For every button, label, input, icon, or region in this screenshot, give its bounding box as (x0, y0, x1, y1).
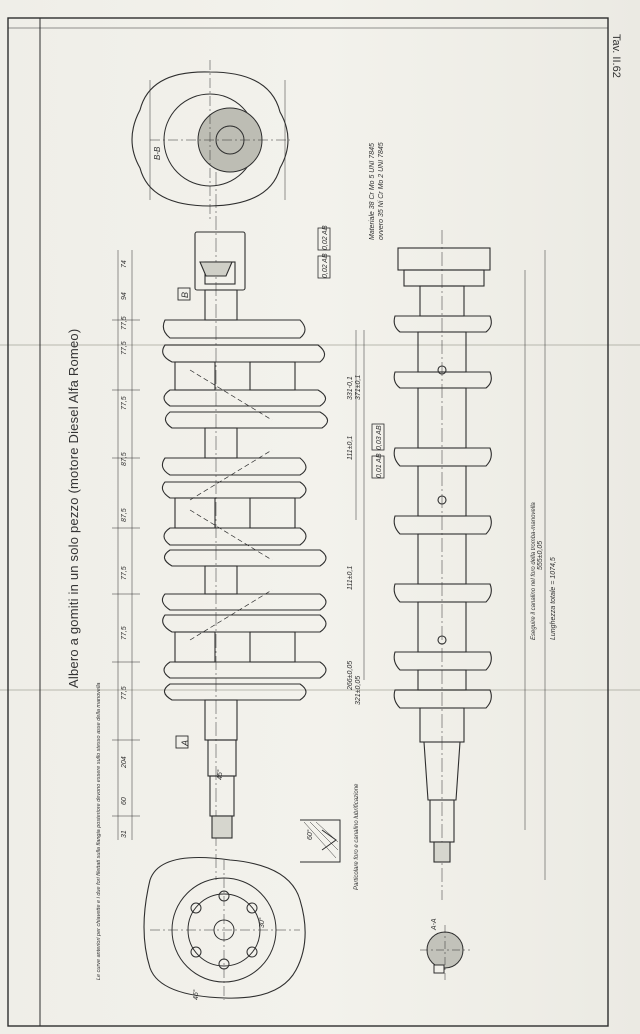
materials-line-1: Materiale 38 Cr Mo 5 UNI 7845 (369, 143, 376, 240)
svg-text:371±0,1: 371±0,1 (355, 375, 362, 400)
svg-text:204: 204 (121, 756, 128, 769)
svg-text:31: 31 (121, 830, 128, 838)
svg-text:111±0,1: 111±0,1 (347, 436, 354, 460)
svg-text:77,5: 77,5 (121, 626, 128, 640)
svg-text:77,5: 77,5 (121, 316, 128, 330)
svg-text:74: 74 (121, 260, 128, 268)
svg-text:111±0,1: 111±0,1 (347, 566, 354, 590)
svg-text:30°: 30° (258, 917, 266, 928)
svg-text:77,5: 77,5 (121, 686, 128, 700)
svg-text:0,02 AB: 0,02 AB (322, 225, 329, 250)
svg-text:0,01 AB: 0,01 AB (376, 453, 383, 478)
datum-b-label: B (180, 292, 190, 298)
svg-text:87,5: 87,5 (121, 508, 128, 522)
axial-dimensions: 31 60 204 77,5 77,5 77,5 87,5 87,5 77,5 … (121, 260, 128, 838)
oil-holes-note: Le curve anteriori per chiavette e i due… (96, 683, 102, 980)
svg-text:45°: 45° (216, 769, 224, 780)
table-number: Tav. II.62 (610, 34, 622, 78)
svg-text:0,03 AB: 0,03 AB (376, 425, 383, 450)
front-end-view (143, 857, 306, 1000)
svg-text:77,5: 77,5 (121, 396, 128, 410)
section-b-b-label: B-B (153, 146, 162, 160)
total-length-label: Lunghezza totale = 1074,5 (550, 557, 557, 640)
fold-line-lower (0, 689, 640, 691)
svg-text:77,5: 77,5 (121, 566, 128, 580)
materials-line-2: ovvero 35 Ni Cr Mo 2 UNI 7845 (378, 142, 385, 240)
tolerance-frame-1 (317, 227, 331, 251)
svg-text:60°: 60° (306, 829, 314, 840)
section-b-b-view (131, 60, 290, 220)
drawing-title: Albero a gomiti in un solo pezzo (motore… (66, 328, 81, 688)
tolerance-frame-3 (371, 423, 385, 451)
crankshaft-main-view (161, 231, 329, 839)
section-a-a-label: A-A (431, 918, 438, 931)
fold-line-upper (0, 344, 640, 346)
svg-text:77,5: 77,5 (121, 341, 128, 355)
long-dimensions: 555±0,05 266±0,05 321±0,05 111±0,1 111±0… (347, 375, 544, 705)
svg-text:87,5: 87,5 (121, 452, 128, 466)
datum-b-box (177, 287, 191, 301)
border-frame (7, 17, 609, 1027)
svg-text:266±0,05: 266±0,05 (347, 661, 354, 691)
tolerance-labels: 0,02 AB 0,02 AB 0,03 AB 0,01 AB (322, 225, 383, 478)
datum-a-box (175, 735, 189, 749)
svg-text:555±0,05: 555±0,05 (537, 541, 544, 570)
crankshaft-profile-view (393, 247, 492, 863)
tolerance-frame-2 (317, 255, 331, 279)
section-a-a-view (420, 925, 470, 980)
svg-text:94: 94 (121, 292, 128, 300)
lubrication-detail-label: Particolare foro e canalino lubrificazio… (354, 783, 360, 890)
roughness-note: Eseguire il canalino nel foro della trom… (531, 502, 537, 640)
svg-text:331-0,1: 331-0,1 (347, 376, 354, 400)
tolerance-frame-4 (371, 455, 385, 479)
dimension-lines (112, 250, 546, 880)
angle-labels: 60° 45° 30° 45° (192, 769, 314, 1000)
svg-text:0,02 AB: 0,02 AB (322, 253, 329, 278)
svg-text:321±0,05: 321±0,05 (355, 676, 362, 705)
svg-text:45°: 45° (192, 989, 200, 1000)
svg-text:60: 60 (121, 797, 128, 805)
lubrication-detail (300, 819, 341, 863)
datum-a-label: A (180, 740, 190, 747)
